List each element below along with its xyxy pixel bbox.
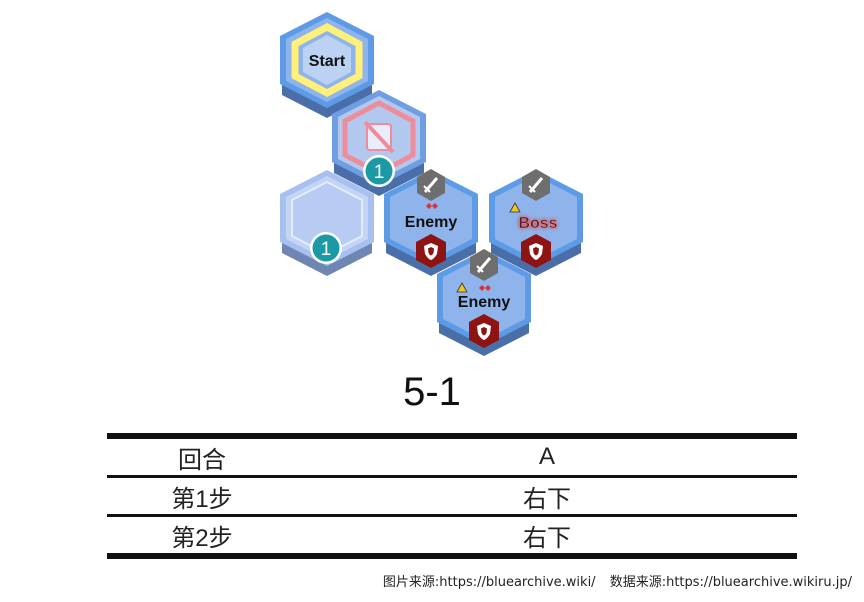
turn-cell: 回合 [107, 433, 297, 477]
warning-icon [509, 202, 521, 213]
attack-type-icon [479, 285, 491, 291]
stage-map: Start Enemy [280, 12, 583, 356]
enemy-tile-1[interactable]: Enemy [384, 169, 478, 276]
portal-icon [363, 120, 395, 154]
shield-icon [416, 234, 446, 268]
enemy-tile-2[interactable]: Enemy [437, 249, 531, 356]
sword-icon [522, 169, 550, 201]
table-row: 第2步 右下 [107, 515, 797, 559]
enemy-label: Enemy [405, 214, 458, 231]
enemy-label: Enemy [458, 294, 511, 311]
turn-cell: 第2步 [107, 515, 297, 559]
warning-icon [456, 282, 468, 293]
start-tile[interactable]: Start [280, 12, 374, 118]
stage-title: 5-1 [403, 370, 461, 414]
boss-tile[interactable]: Boss [489, 169, 583, 276]
start-label: Start [309, 53, 346, 70]
source-credits: 图片来源:https://bluearchive.wiki/ 数据来源:http… [373, 571, 852, 590]
svg-text:1: 1 [321, 239, 332, 260]
attack-type-icon [426, 203, 438, 209]
boss-label: Boss [518, 215, 557, 232]
route-table: 回合 A 第1步 右下 第2步 右下 [107, 433, 797, 559]
move-cell: 右下 [297, 515, 797, 559]
table-row: 第1步 右下 [107, 477, 797, 516]
sword-icon [417, 169, 445, 201]
sword-icon [470, 249, 498, 281]
move-cell: 右下 [523, 485, 571, 513]
image-source-text: 图片来源:https://bluearchive.wiki/ [382, 575, 596, 590]
turn-cell: 第1步 [171, 485, 233, 513]
move-count-badge: 1 [310, 232, 342, 264]
move-count-badge: 1 [363, 155, 395, 187]
table-row: 回合 A [107, 433, 797, 477]
data-source-text: 数据来源:https://bluearchive.wikiru.jp/ [609, 575, 852, 590]
shield-icon [521, 234, 551, 268]
move-cell: A [297, 433, 797, 477]
svg-text:1: 1 [374, 162, 385, 183]
shield-icon [469, 314, 499, 348]
empty-tile[interactable] [280, 170, 374, 276]
portal-tile[interactable] [332, 90, 426, 196]
